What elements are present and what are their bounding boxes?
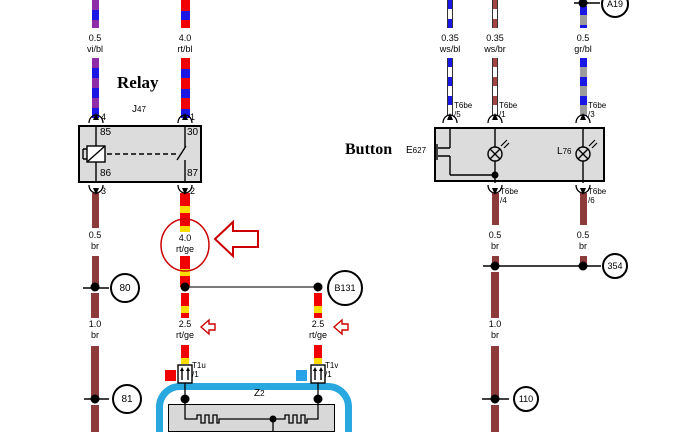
relay-term-2: 2 — [190, 186, 196, 196]
button-id: E627 — [406, 145, 427, 156]
relay-term-4: 4 — [101, 112, 107, 122]
t1v-blue-square — [296, 370, 307, 381]
wire-rtge25-right-b — [314, 345, 322, 364]
wire-br10-right-c — [491, 405, 499, 432]
highlight-circle — [160, 218, 210, 272]
conn-t6be5-pin: /5 — [454, 110, 461, 119]
conn-t6be1-name: T6be — [499, 101, 518, 110]
node-80: 80 — [110, 273, 140, 303]
relay-term-3: 3 — [101, 186, 107, 196]
small-arrow-icon-left — [199, 318, 216, 336]
wire-rtge25-left-a — [181, 293, 189, 318]
wire-br05-mid-b — [492, 256, 499, 266]
wire-rtbl — [181, 58, 190, 118]
conn-t6be3-pin: /3 — [588, 110, 595, 119]
wire-grbl-stub — [580, 6, 587, 28]
wire-rtge25-left-b — [181, 345, 189, 364]
relay-pin-86: 86 — [100, 168, 112, 179]
wire-wsbr — [492, 58, 498, 116]
wire-br05-mid-a — [492, 193, 499, 225]
wire-br10-left-c — [91, 405, 99, 432]
conn-t1v-name: T1v — [325, 361, 339, 370]
relay-title: Relay — [117, 73, 159, 92]
node-b131: B131 — [327, 270, 363, 306]
wire-wsbr-stub — [492, 0, 498, 28]
conn-t6be3-name: T6be — [588, 101, 607, 110]
wire-wsbl — [447, 58, 453, 116]
wire-br05-right-b — [580, 256, 587, 266]
small-arrow-icon-right — [332, 318, 349, 336]
conn-t1u-name: T1u — [192, 361, 206, 370]
wire-br10-right-b — [491, 346, 499, 399]
conn-t6be1-pin: /1 — [499, 110, 506, 119]
wire-rtge40-a — [180, 193, 190, 232]
relay-pin-87: 87 — [187, 168, 199, 179]
connector-arc-icons — [88, 113, 591, 195]
lamp-id: L76 — [557, 146, 572, 157]
conn-t6be4-name: T6be — [500, 187, 519, 196]
wire-br05-right-a — [580, 193, 587, 225]
wire-grbl — [580, 58, 587, 116]
node-110: 110 — [513, 386, 539, 412]
t1u-red-square — [165, 370, 176, 381]
conn-t6be6-name: T6be — [588, 187, 607, 196]
z2-id: Z2 — [254, 388, 265, 399]
conn-t6be5-name: T6be — [454, 101, 473, 110]
relay-pin-30: 30 — [187, 127, 199, 138]
junction-dots — [90, 0, 588, 423]
wire-rtbl-stub — [181, 0, 190, 28]
wire-wsbl-stub — [447, 0, 453, 28]
t1v-plug-icon — [310, 364, 326, 384]
node-81: 81 — [112, 384, 142, 414]
wire-br05-left-b — [92, 256, 99, 287]
relay-switch-symbol — [176, 125, 187, 183]
conn-t1v-pin: /1 — [325, 370, 332, 379]
wire-vibl-stub — [92, 0, 99, 28]
pushbutton-icon — [436, 127, 495, 176]
relay-id: J47 — [132, 104, 146, 115]
wire-br10-left-b — [91, 346, 99, 399]
conn-t6be6-pin: /6 — [588, 196, 595, 205]
relay-pin-85: 85 — [100, 127, 112, 138]
node-354: 354 — [602, 253, 628, 279]
button-title: Button — [345, 141, 393, 158]
relay-coil-symbol — [82, 125, 106, 183]
conn-t6be4-pin: /4 — [500, 196, 507, 205]
highlight-frame — [156, 383, 352, 432]
conn-t1u-pin: /1 — [192, 370, 199, 379]
wire-br05-left-a — [92, 193, 99, 228]
wire-rtge25-right-a — [314, 293, 322, 318]
wire-br10-right-a — [491, 272, 499, 318]
relay-term-1: 1 — [190, 112, 196, 122]
node-a19: A19 — [601, 0, 629, 18]
wire-br10-left-a — [91, 293, 99, 318]
t1u-plug-icon — [177, 364, 193, 384]
wire-vibl — [92, 58, 99, 118]
big-arrow-icon — [213, 219, 259, 259]
z2-wiring — [184, 383, 319, 432]
lamp-icon-l76 — [575, 127, 598, 183]
